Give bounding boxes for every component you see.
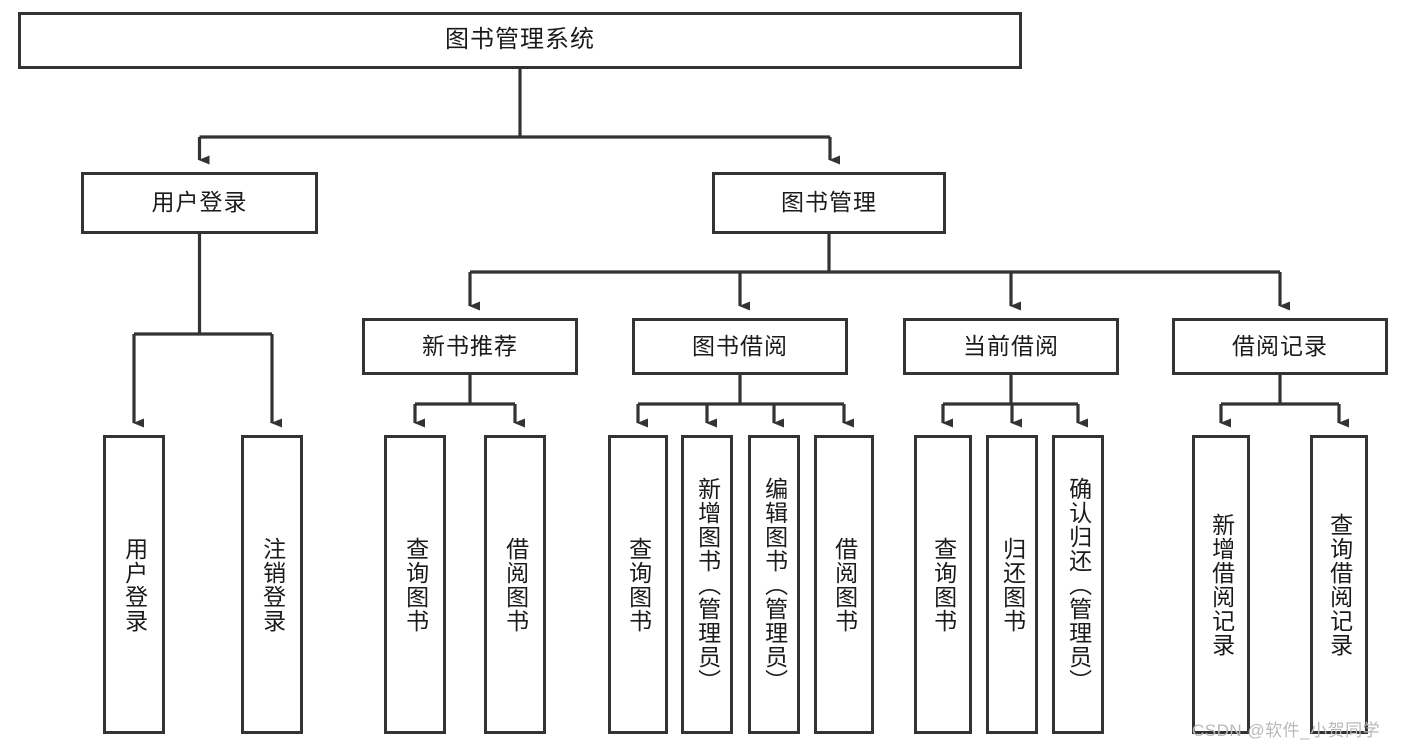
node-label: 查询借阅记录 — [1326, 512, 1353, 657]
node-leaf-borrow-book-2[interactable]: 借阅图书 — [814, 435, 874, 734]
node-leaf-user-logout[interactable]: 注销登录 — [241, 435, 303, 734]
node-label: 图书借阅 — [692, 332, 788, 359]
node-user-login[interactable]: 用户登录 — [81, 172, 318, 234]
node-label: 新增图书（管理员） — [694, 476, 721, 693]
node-leaf-add-book[interactable]: 新增图书（管理员） — [681, 435, 733, 734]
node-book-manage[interactable]: 图书管理 — [712, 172, 946, 234]
node-leaf-query-book-1[interactable]: 查询图书 — [384, 435, 446, 734]
node-label: 查询图书 — [402, 536, 429, 633]
node-borrow-record[interactable]: 借阅记录 — [1172, 318, 1388, 375]
node-label: 借阅图书 — [831, 536, 858, 633]
node-new-book-recommend[interactable]: 新书推荐 — [362, 318, 578, 375]
node-label: 用户登录 — [121, 536, 148, 633]
node-book-borrow[interactable]: 图书借阅 — [632, 318, 848, 375]
node-leaf-add-record[interactable]: 新增借阅记录 — [1192, 435, 1250, 734]
node-label: 查询图书 — [930, 536, 957, 633]
node-leaf-borrow-book-1[interactable]: 借阅图书 — [484, 435, 546, 734]
node-root-book-management-system[interactable]: 图书管理系统 — [18, 12, 1022, 69]
node-leaf-query-book-2[interactable]: 查询图书 — [608, 435, 668, 734]
node-label: 当前借阅 — [963, 332, 1059, 359]
node-label: 归还图书 — [999, 536, 1026, 633]
node-leaf-query-book-3[interactable]: 查询图书 — [914, 435, 972, 734]
node-label: 借阅记录 — [1232, 332, 1328, 359]
node-leaf-query-record[interactable]: 查询借阅记录 — [1310, 435, 1368, 734]
node-label: 借阅图书 — [502, 536, 529, 633]
node-label: 查询图书 — [625, 536, 652, 633]
node-label: 编辑图书（管理员） — [761, 476, 788, 693]
node-label: 图书管理 — [781, 189, 877, 216]
node-leaf-return-book[interactable]: 归还图书 — [986, 435, 1038, 734]
node-current-borrow[interactable]: 当前借阅 — [903, 318, 1119, 375]
node-label: 新增借阅记录 — [1208, 512, 1235, 657]
node-label: 用户登录 — [151, 189, 248, 216]
node-label: 注销登录 — [259, 536, 286, 633]
node-label: 图书管理系统 — [445, 26, 595, 54]
node-label: 新书推荐 — [422, 332, 518, 359]
node-label: 确认归还（管理员） — [1065, 476, 1092, 693]
node-leaf-edit-book[interactable]: 编辑图书（管理员） — [748, 435, 800, 734]
node-leaf-user-login[interactable]: 用户登录 — [103, 435, 165, 734]
node-leaf-confirm-return[interactable]: 确认归还（管理员） — [1052, 435, 1104, 734]
